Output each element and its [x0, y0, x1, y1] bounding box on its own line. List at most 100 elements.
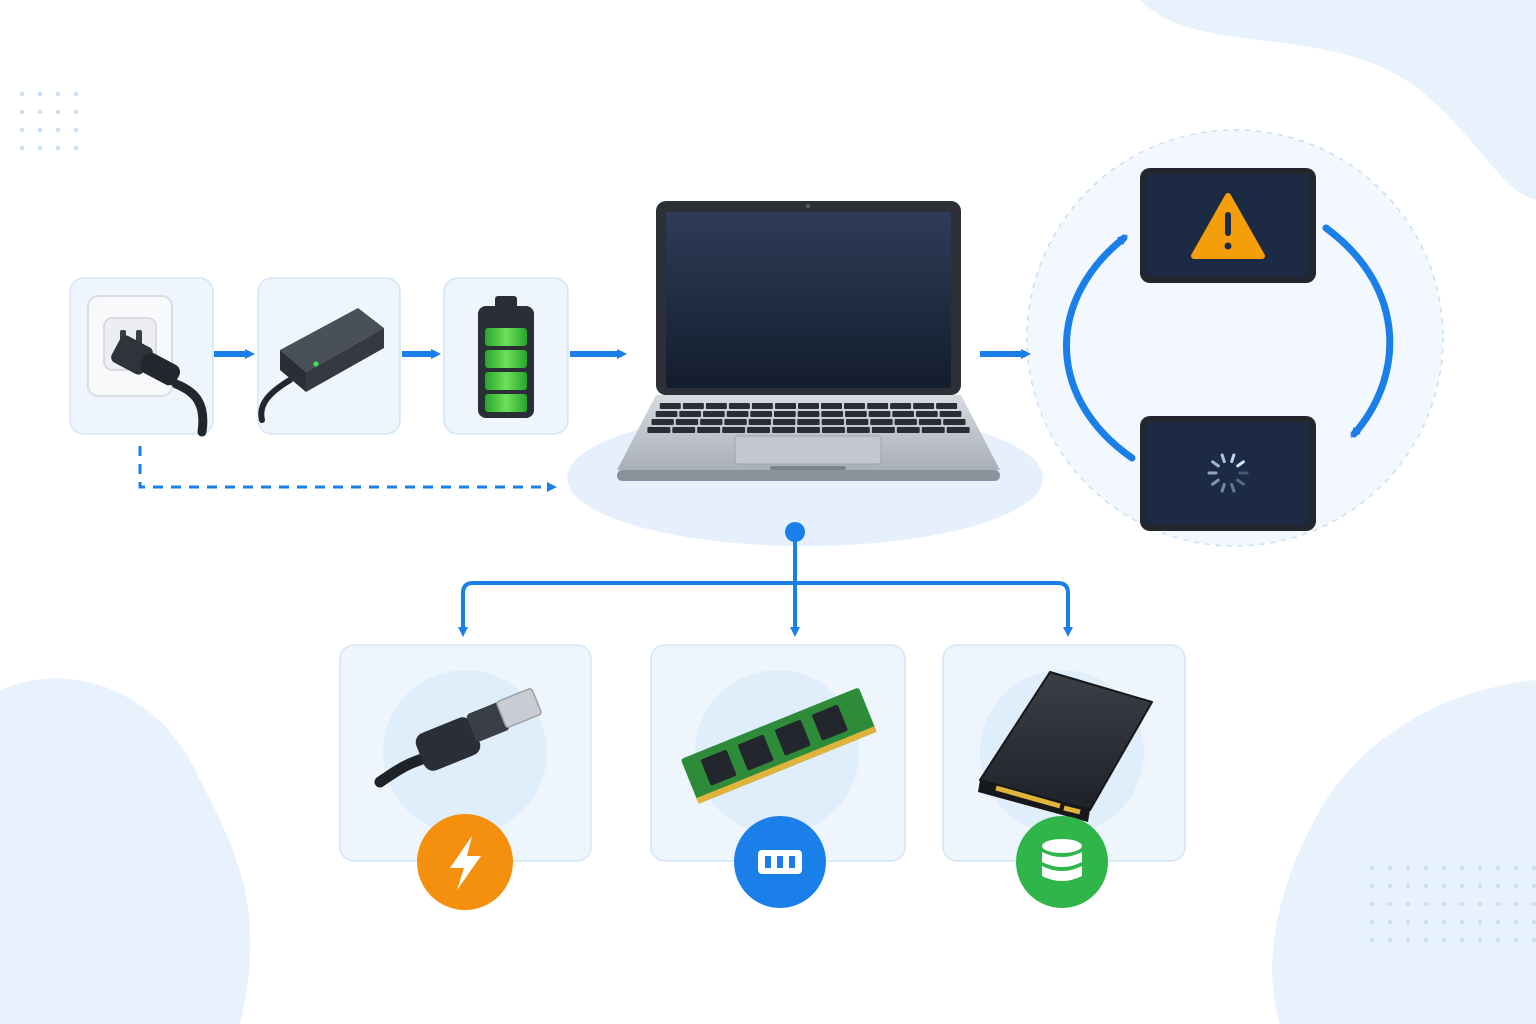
- laptop-key: [775, 403, 796, 409]
- laptop-key: [822, 427, 845, 433]
- laptop-key: [913, 403, 935, 409]
- laptop-key: [797, 427, 820, 433]
- laptop-key: [916, 411, 938, 417]
- memory-badge: [734, 816, 826, 908]
- laptop-key: [751, 403, 773, 409]
- laptop-key: [659, 403, 681, 409]
- spinner-dash: [1220, 453, 1226, 464]
- battery-cell: [485, 350, 527, 368]
- branch-to-power-jack: [458, 581, 795, 637]
- components: [339, 644, 1186, 910]
- laptop-key: [772, 427, 795, 433]
- adapter-brick-icon: [258, 308, 384, 423]
- laptop-key: [797, 411, 820, 417]
- laptop-key: [846, 419, 869, 425]
- spinner-dash: [1220, 482, 1226, 493]
- laptop-key: [868, 411, 891, 417]
- laptop-key: [870, 419, 893, 425]
- laptop-key: [939, 411, 962, 417]
- laptop-key: [871, 427, 895, 433]
- spinner-dash: [1236, 478, 1245, 486]
- battery-card: [443, 277, 569, 435]
- laptop-key: [773, 419, 796, 425]
- laptop-key: [748, 419, 771, 425]
- spinner-dash: [1211, 460, 1220, 468]
- laptop-key: [844, 403, 865, 409]
- laptop-icon: [617, 201, 1000, 481]
- ssd-drive-card: [942, 644, 1186, 908]
- laptop-key: [890, 403, 912, 409]
- laptop-key: [750, 411, 772, 417]
- laptop-key: [896, 427, 920, 433]
- loading-screen: [1140, 416, 1316, 531]
- laptop-key: [846, 427, 870, 433]
- laptop-key: [647, 427, 671, 433]
- laptop-key: [655, 411, 678, 417]
- laptop-key: [892, 411, 914, 417]
- laptop-key: [821, 403, 842, 409]
- laptop-key: [774, 411, 796, 417]
- laptop-key: [747, 427, 770, 433]
- spinner-dash: [1230, 482, 1236, 493]
- laptop-key: [705, 403, 727, 409]
- laptop-key: [821, 419, 844, 425]
- laptop-key: [728, 403, 750, 409]
- lightning-icon: [450, 836, 481, 890]
- spinner-dash: [1236, 460, 1245, 468]
- ssd-icon: [978, 671, 1153, 822]
- laptop-key: [936, 403, 958, 409]
- laptop-key: [700, 419, 723, 425]
- laptop-key: [918, 419, 942, 425]
- laptop-key: [921, 427, 945, 433]
- laptop-key: [682, 403, 704, 409]
- storage-badge: [1016, 816, 1108, 908]
- laptop-key: [724, 419, 747, 425]
- laptop-key: [845, 411, 867, 417]
- laptop-key: [675, 419, 699, 425]
- database-icon: [1042, 839, 1082, 881]
- wall-outlet-card: [69, 277, 214, 437]
- spinner-dash: [1211, 478, 1220, 486]
- laptop-key: [797, 419, 820, 425]
- ram-stick-icon: [681, 688, 877, 804]
- battery-cell: [485, 394, 527, 412]
- laptop-key: [943, 419, 966, 425]
- laptop-keyboard: [647, 403, 970, 433]
- laptop-key: [821, 411, 843, 417]
- laptop-key: [894, 419, 917, 425]
- error-screen: [1140, 168, 1316, 283]
- ram-module-card: [650, 644, 906, 908]
- laptop-key: [946, 427, 970, 433]
- branch-to-ssd: [795, 581, 1073, 637]
- laptop-key: [697, 427, 721, 433]
- dc-barrel-plug-icon: [374, 688, 542, 788]
- cycle-arrow-up: [1063, 234, 1136, 462]
- power-adapter-card: [257, 277, 401, 435]
- dashed-bypass-arrow: [138, 446, 557, 492]
- laptop-key: [722, 427, 746, 433]
- branch-node: [785, 522, 805, 542]
- battery-cell: [485, 372, 527, 390]
- boot-cycle: [1063, 168, 1394, 531]
- outlet-plug-icon: [87, 295, 208, 437]
- laptop-key: [703, 411, 725, 417]
- spinner-icon: [1207, 453, 1249, 493]
- cycle-arrow-down: [1322, 224, 1394, 438]
- memory-chip-icon: [758, 850, 802, 874]
- power-badge: [417, 814, 513, 910]
- laptop-key: [672, 427, 696, 433]
- battery-full-icon: [478, 296, 534, 418]
- laptop-key: [798, 403, 819, 409]
- dc-power-jack-card: [339, 644, 592, 910]
- component-branch: [458, 522, 1073, 637]
- spinner-dash: [1230, 453, 1236, 464]
- power-chain: [69, 277, 569, 437]
- laptop-key: [867, 403, 889, 409]
- laptop-key: [726, 411, 749, 417]
- power-flow-arrows: [138, 349, 1031, 492]
- laptop-key: [679, 411, 701, 417]
- battery-cell: [485, 328, 527, 346]
